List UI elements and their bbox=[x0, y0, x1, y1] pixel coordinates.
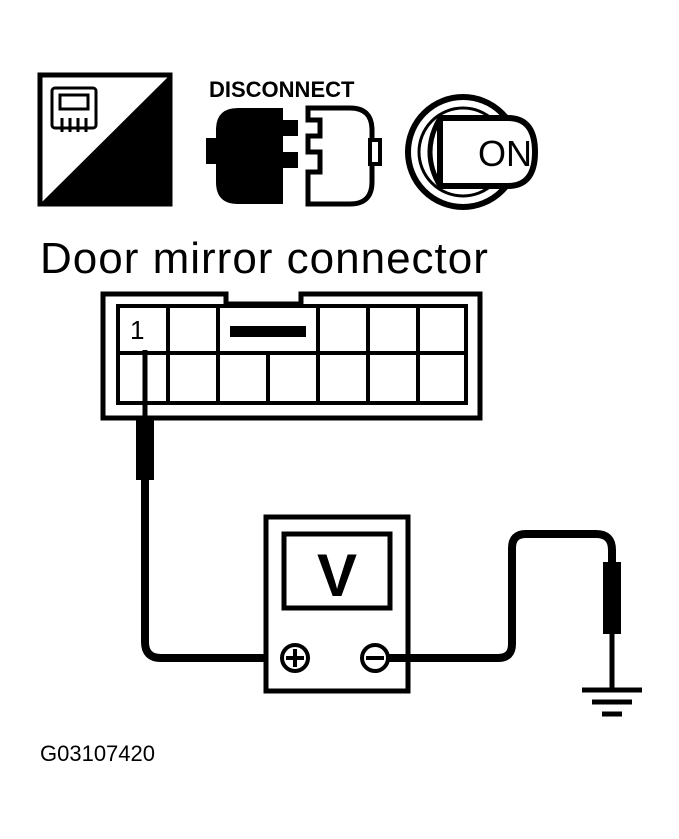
harness-side-label: H.S. bbox=[93, 166, 159, 204]
voltmeter: V bbox=[263, 514, 411, 694]
ignition-key-on-icon: ON bbox=[405, 94, 539, 210]
positive-terminal-icon bbox=[280, 643, 310, 673]
figure-id: G03107420 bbox=[40, 741, 155, 766]
ignition-on-label: ON bbox=[478, 133, 532, 174]
negative-lead bbox=[388, 530, 621, 688]
voltmeter-label: V bbox=[317, 542, 357, 609]
connector-title: Door mirror connector bbox=[40, 234, 489, 283]
harness-side-icon: H.S. bbox=[37, 72, 173, 207]
door-mirror-connector bbox=[100, 291, 483, 421]
connector-glyph-icon bbox=[50, 86, 98, 132]
positive-probe bbox=[136, 350, 282, 662]
disconnect-icon: DISCONNECT bbox=[206, 77, 382, 207]
disconnect-label: DISCONNECT bbox=[209, 77, 355, 102]
ground-icon bbox=[582, 687, 642, 717]
terminal-1-label: 1 bbox=[130, 315, 144, 345]
negative-terminal-icon bbox=[360, 643, 390, 673]
